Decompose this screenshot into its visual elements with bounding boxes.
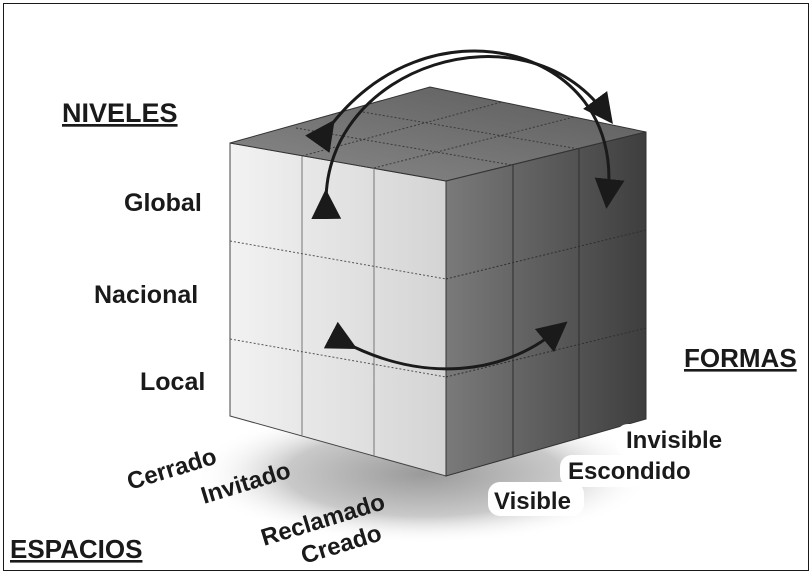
heading-spaces: ESPACIOS <box>10 534 142 564</box>
cube <box>229 86 647 477</box>
heading-levels: NIVELES <box>62 98 178 128</box>
rotation-arrows <box>305 49 625 371</box>
arrow-curved-2 <box>305 49 625 209</box>
form-label-visible: Visible <box>494 488 571 515</box>
form-label-invisible: Invisible <box>626 427 722 454</box>
level-label-nacional: Nacional <box>94 281 198 309</box>
power-cube-diagram: NIVELES FORMAS ESPACIOS Global Nacional … <box>10 49 797 570</box>
arrow-horizontal <box>323 321 568 371</box>
heading-forms: FORMAS <box>684 343 797 373</box>
level-label-local: Local <box>140 368 205 396</box>
forms-label-backgrounds <box>488 424 726 516</box>
diagram-frame: NIVELES FORMAS ESPACIOS Global Nacional … <box>3 3 809 571</box>
cube-grid-line <box>229 338 447 378</box>
form-label-escondido: Escondido <box>568 458 691 485</box>
cube-right-face <box>445 131 647 477</box>
cube-grid-line <box>229 240 447 280</box>
level-label-global: Global <box>124 189 202 217</box>
